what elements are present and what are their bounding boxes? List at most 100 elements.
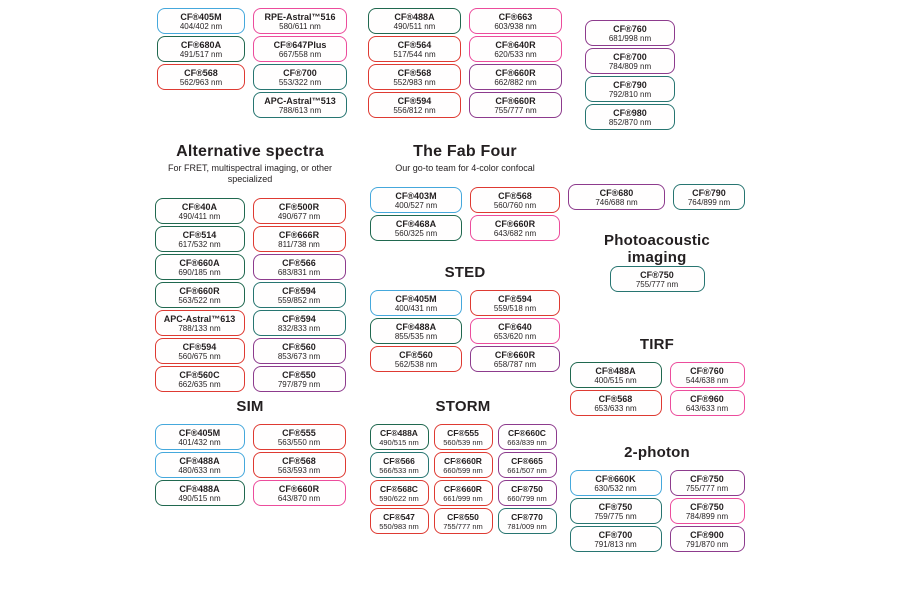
dye-wavelengths: 603/938 nm: [494, 21, 537, 31]
dye-wavelengths: 401/432 nm: [178, 437, 221, 447]
dye-name: CF®700: [598, 529, 633, 540]
dye-wavelengths: 556/812 nm: [393, 105, 436, 115]
dye-wavelengths: 660/799 nm: [507, 493, 547, 503]
dye-name: CF®680: [599, 187, 634, 198]
dye-wavelengths: 490/515 nm: [379, 437, 419, 447]
dye-name: CF®568: [282, 455, 316, 466]
dye-wavelengths: 404/402 nm: [179, 21, 223, 31]
dye-wavelengths: 400/515 nm: [594, 375, 637, 385]
dye-wavelengths: 755/777 nm: [443, 521, 483, 531]
dye-name: CF®405M: [395, 293, 437, 304]
dye-name: CF®660A: [179, 257, 220, 268]
dye-name: CF®647Plus: [273, 39, 327, 50]
dye-wavelengths: 683/831 nm: [277, 267, 321, 277]
dye-wavelengths: 643/682 nm: [493, 228, 537, 238]
dye-name: CF®488A: [394, 11, 435, 22]
dye-wavelengths: 755/777 nm: [494, 105, 537, 115]
dye-name: CF®700: [613, 51, 647, 62]
dye-wavelengths: 658/787 nm: [493, 359, 537, 369]
dye-name: CF®666R: [278, 229, 320, 240]
dye-name: CF®660R: [444, 455, 482, 466]
section-subtitle: Our go-to team for 4-color confocal: [395, 163, 535, 173]
dye-wavelengths: 791/813 nm: [594, 539, 637, 549]
dye-name: CF®660R: [494, 218, 536, 229]
dye-wavelengths: 852/870 nm: [608, 117, 652, 127]
dye-name: CF®760: [690, 365, 724, 376]
dye-name: CF®750: [511, 483, 543, 494]
dye-name: CF®488A: [179, 483, 220, 494]
dye-name: APC-Astral™613: [163, 313, 236, 324]
dye-wavelengths: 563/550 nm: [277, 437, 321, 447]
dye-name: CF®790: [692, 187, 726, 198]
dye-wavelengths: 662/635 nm: [178, 379, 221, 389]
section-title: STED: [444, 264, 486, 281]
dye-wavelengths: 663/839 nm: [507, 437, 547, 447]
dye-wavelengths: 660/599 nm: [443, 465, 483, 475]
dye-name: CF®566: [383, 455, 415, 466]
dye-name: CF®547: [383, 511, 415, 522]
dye-wavelengths: 690/185 nm: [178, 267, 221, 277]
dye-wavelengths: 400/431 nm: [394, 303, 438, 313]
dye-name: CF®566: [282, 257, 316, 268]
dye-wavelengths: 759/775 nm: [594, 511, 637, 521]
dye-name: CF®750: [690, 473, 724, 484]
dye-wavelengths: 855/535 nm: [394, 331, 438, 341]
dye-wavelengths: 550/983 nm: [379, 521, 419, 531]
dye-name: CF®663: [498, 11, 533, 22]
dye-name: CF®560C: [179, 369, 220, 380]
dye-wavelengths: 781/009 nm: [507, 521, 547, 531]
dye-name: CF®680A: [180, 39, 222, 50]
dye-wavelengths: 559/518 nm: [493, 303, 537, 313]
dye-name: CF®40A: [181, 201, 218, 212]
dye-wavelengths: 792/810 nm: [608, 89, 652, 99]
dye-name: CF®660R: [179, 285, 220, 296]
